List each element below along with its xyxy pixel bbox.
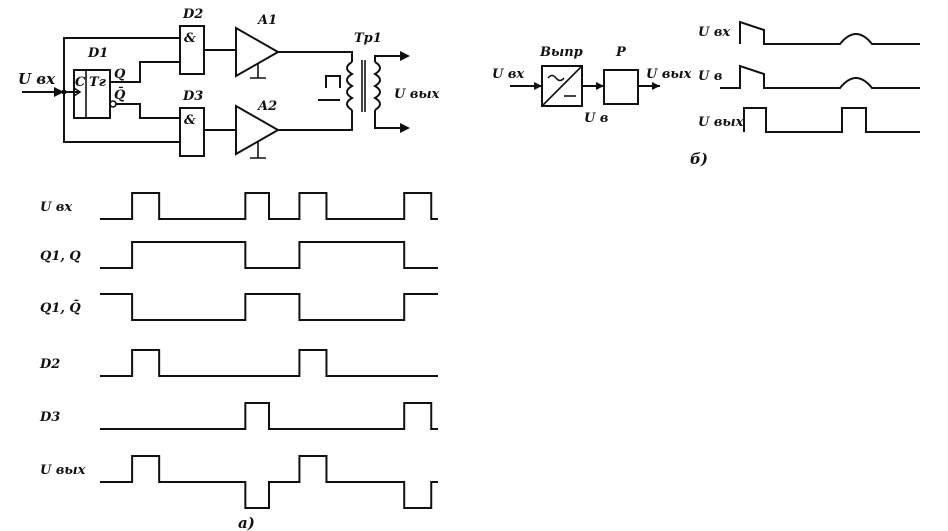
rectifier-label: Выпр <box>539 45 583 60</box>
center-tap-wire <box>325 75 341 88</box>
timing-b-trace-3 <box>743 107 920 133</box>
transformer-name: Tр1 <box>354 31 382 46</box>
trigger-c-label: C <box>75 75 86 90</box>
amp-a1 <box>235 26 281 78</box>
gate-d3 <box>179 107 205 157</box>
timing-a-trace-1 <box>100 241 438 269</box>
timing-b-label-2: U в <box>698 69 722 84</box>
caption-b: б) <box>690 150 708 168</box>
trigger-type-label: Tг <box>89 75 107 90</box>
amp-a1-name: A1 <box>256 13 277 28</box>
q-label: Q <box>114 67 126 82</box>
timing-a-label-3: D2 <box>39 357 60 372</box>
gate-d2-name: D2 <box>182 7 203 22</box>
circuit-a-output-label: U вых <box>394 87 440 102</box>
amp-a2-name: A2 <box>256 99 277 114</box>
timing-a-trace-5 <box>100 455 438 509</box>
gate-d2-symbol: & <box>184 31 196 46</box>
wire-input-bottom <box>63 92 180 143</box>
amp-a2 <box>235 104 281 156</box>
transformer-secondary <box>373 61 381 111</box>
relay-label: Р <box>615 45 627 60</box>
ac-wave-icon <box>547 74 565 82</box>
b-input-arrow-icon <box>534 82 542 90</box>
circuit-a: U вх D1 C Tг Q Q̄ & D2 & D3 A1 <box>18 7 440 159</box>
timing-a-label-4: D3 <box>39 410 60 425</box>
output-arrow-top-icon <box>400 51 410 61</box>
input-arrow-icon <box>54 87 64 97</box>
rectifier-diagonal <box>541 65 583 107</box>
wire-a1-tr <box>278 51 353 62</box>
trigger-name: D1 <box>87 46 108 61</box>
timing-b-label-3: U вых <box>698 115 744 130</box>
trigger-d1 <box>73 69 111 119</box>
timing-b-label-1: U вх <box>698 25 730 40</box>
circuit-b: U вх Выпр U в Р U вых <box>492 45 692 126</box>
caption-a: а) <box>238 514 255 531</box>
timing-diagram-b: U вх U в U вых б) <box>690 20 920 168</box>
wire-input-top <box>63 37 180 92</box>
b-output-arrow-icon <box>652 82 660 90</box>
amp-a2-ground-icon <box>250 142 266 159</box>
timing-a-trace-4 <box>100 402 438 430</box>
amp-a1-ground-icon <box>250 64 266 79</box>
timing-a-label-1: Q1, Q <box>40 249 81 264</box>
circuit-a-input-label: U вх <box>18 70 56 88</box>
wire-qbar <box>116 103 180 119</box>
wire-q <box>110 61 180 83</box>
out-wire-top <box>374 55 404 62</box>
circuit-b-input-label: U вх <box>492 67 524 82</box>
mid-label: U в <box>584 111 608 126</box>
timing-a-label-5: U вых <box>40 463 86 478</box>
gate-d3-name: D3 <box>182 89 203 104</box>
output-arrow-bottom-icon <box>400 123 410 133</box>
timing-b-trace-1 <box>739 20 920 45</box>
circuit-b-output-label: U вых <box>646 67 692 82</box>
timing-a-trace-3 <box>100 349 438 377</box>
clock-input-icon <box>73 87 82 97</box>
transformer-primary <box>346 61 354 111</box>
timing-a-trace-0 <box>100 192 438 220</box>
gate-d3-symbol: & <box>184 113 196 128</box>
timing-b-trace-2 <box>720 64 920 89</box>
out-wire-bottom <box>374 110 404 129</box>
timing-a-trace-2 <box>100 293 438 321</box>
relay-block <box>603 69 639 105</box>
b-mid-arrow-icon <box>596 82 604 90</box>
timing-a-label-2: Q1, Q̄ <box>40 299 81 316</box>
wire-a2-tr <box>278 110 353 131</box>
timing-a-label-0: U вх <box>40 200 72 215</box>
qbar-label: Q̄ <box>114 86 126 103</box>
